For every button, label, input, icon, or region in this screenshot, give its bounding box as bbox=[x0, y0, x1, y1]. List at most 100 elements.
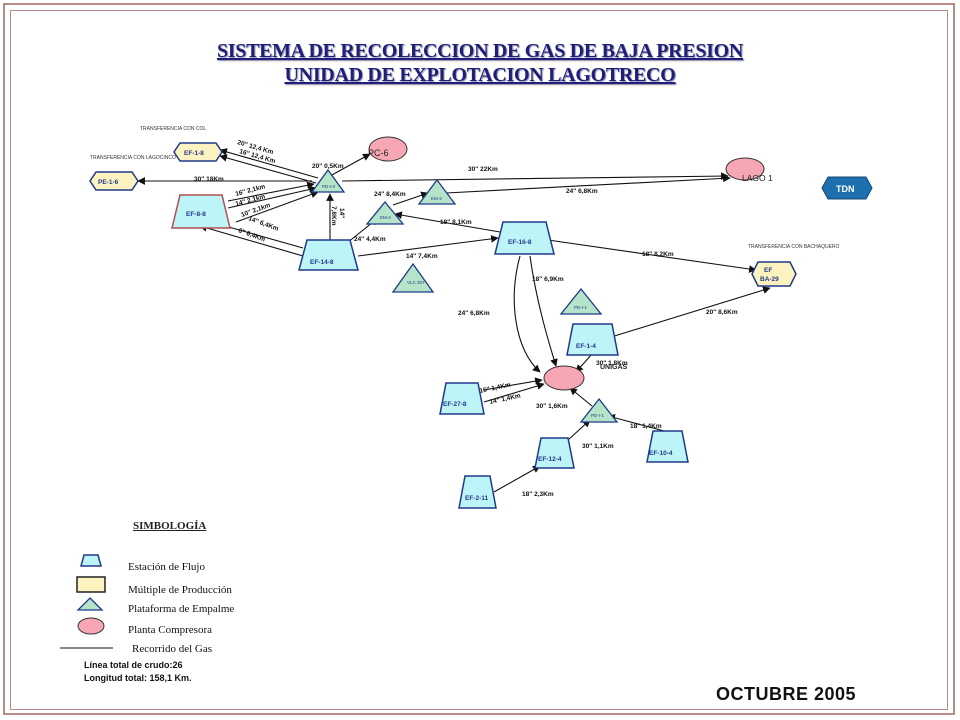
pipe-label: 14'' bbox=[338, 208, 345, 219]
compressor-lago-1[interactable]: LAGO 1 bbox=[725, 157, 773, 183]
compressor-unigas[interactable]: UNIGAS bbox=[543, 364, 628, 391]
flow-stations: EF-8-8 EF-14-8 EF-16-8 EF-1-4 EF-27-8 EF… bbox=[171, 194, 689, 509]
svg-text:VLC 307: VLC 307 bbox=[407, 280, 425, 285]
compressors: PC-6 LAGO 1 UNIGAS bbox=[368, 136, 773, 391]
pipe-ef18-pdj bbox=[219, 148, 319, 179]
pipe-label: 30'' 1,8Km bbox=[596, 360, 628, 367]
annotation-transfer-col: TRANSFERENCIA CON COL bbox=[140, 126, 206, 132]
svg-text:EF-8-8: EF-8-8 bbox=[186, 211, 206, 218]
flow-station-ef-14-8[interactable]: EF-14-8 bbox=[298, 239, 359, 271]
manifold-ef-ba-29[interactable]: EF BA-29 bbox=[751, 261, 797, 287]
pipe-label: 30'' 1,1Km bbox=[582, 443, 614, 450]
flow-station-ef-27-8[interactable]: EF-27-8 bbox=[439, 382, 485, 415]
junction-em-3[interactable]: EM-3 bbox=[417, 178, 457, 205]
flow-station-ef-10-4[interactable]: EF-10-4 bbox=[646, 430, 689, 463]
pipe-ef168-unigas-b bbox=[529, 255, 558, 367]
pipe-ef104-pdj bbox=[607, 414, 669, 433]
page-border-inner bbox=[10, 10, 948, 710]
legend-junction-icon bbox=[76, 597, 104, 611]
svg-text:EF-1-8: EF-1-8 bbox=[184, 150, 204, 157]
pipe-ef211-ef124 bbox=[493, 465, 541, 493]
pipe-label: 24'' 6,8Km bbox=[458, 310, 490, 317]
legend-label-flow-station: Estación de Flujo bbox=[128, 561, 205, 573]
page-border bbox=[3, 3, 955, 715]
pipelines bbox=[137, 148, 771, 493]
svg-text:EF-12-4: EF-12-4 bbox=[538, 456, 562, 463]
tdn-badge[interactable]: TDN bbox=[821, 176, 873, 200]
junction-pdj-low[interactable]: PD-I-1 bbox=[579, 397, 619, 423]
pipe-label: 24'' 6,8Km bbox=[566, 188, 598, 195]
svg-text:EF-27-8: EF-27-8 bbox=[443, 401, 467, 408]
pipe-label: 18'' 2,3Km bbox=[522, 491, 554, 498]
pipe-label: 30'' 18Km bbox=[194, 176, 224, 183]
junction-vlc-307[interactable]: VLC 307 bbox=[391, 262, 435, 293]
svg-text:EM-4: EM-4 bbox=[380, 215, 391, 220]
pipe-label: 7,8Km bbox=[330, 206, 337, 226]
note-total-length: Longitud total: 158,1 Km. bbox=[84, 673, 192, 683]
junction-pdj-upper[interactable]: PD-I-3 bbox=[310, 168, 346, 193]
pipe-label: 14'' 1,4Km bbox=[489, 392, 522, 405]
pipe-label: 24'' 8,4Km bbox=[374, 191, 406, 198]
annotation-transfer-bachaquero: TRANSFERENCIA CON BACHAQUERO bbox=[748, 244, 840, 250]
pipe-label: 20'' 0,5Km bbox=[312, 163, 344, 170]
pipe-ef88-pdj-b bbox=[227, 185, 317, 209]
pipe-label: 18'' 8,1Km bbox=[440, 219, 472, 226]
manifold-pe-1-6[interactable]: PE-1-6 bbox=[89, 171, 139, 191]
flow-station-ef-1-4[interactable]: EF-1-4 bbox=[566, 323, 619, 356]
pipe-label: 18'' 6,9Km bbox=[532, 276, 564, 283]
svg-text:LAGO 1: LAGO 1 bbox=[742, 173, 773, 183]
flow-station-ef-16-8[interactable]: EF-16-8 bbox=[494, 221, 555, 255]
pipe-label: 24'' 4,4Km bbox=[354, 236, 386, 243]
pipe-em4-em3 bbox=[392, 191, 429, 206]
manifold-ef-1-8[interactable]: EF-1-8 bbox=[173, 142, 223, 162]
flow-station-ef-8-8[interactable]: EF-8-8 bbox=[171, 194, 231, 229]
pipe-label: 14'' 6,4Km bbox=[247, 215, 279, 232]
legend-symbols bbox=[60, 554, 113, 649]
legend-flow-station-icon bbox=[80, 554, 102, 567]
pipe-ef148-ef88-b bbox=[199, 224, 304, 257]
svg-text:EF-10-4: EF-10-4 bbox=[649, 450, 673, 457]
pipe-ef278-unigas-b bbox=[483, 382, 545, 403]
pipe-label: 14'' 7,4Km bbox=[406, 253, 438, 260]
legend-manifold-icon bbox=[76, 576, 106, 593]
junction-em-4[interactable]: EM-4 bbox=[365, 200, 405, 225]
legend-label-manifold: Múltiple de Producción bbox=[128, 584, 232, 596]
legend-label-compressor: Planta Compresora bbox=[128, 624, 213, 636]
svg-text:BA-29: BA-29 bbox=[760, 276, 779, 283]
pipe-ef168-em4 bbox=[394, 211, 501, 233]
pipe-pdj-pc6 bbox=[329, 153, 371, 177]
manifolds: EF-1-8 PE-1-6 EF BA-29 bbox=[89, 142, 797, 287]
flow-station-ef-2-11[interactable]: EF-2-11 bbox=[458, 475, 497, 509]
pipe-label: 18'' 8,2Km bbox=[642, 251, 674, 258]
pipe-ef168-unigas-a bbox=[513, 255, 541, 373]
title-line-2: UNIDAD DE EXPLOTACION LAGOTRECO bbox=[284, 64, 676, 86]
annotation-transfer-lagocinco: TRANSFERENCIA CON LAGOCINCO bbox=[90, 155, 176, 161]
svg-text:PC-6: PC-6 bbox=[368, 148, 389, 158]
compressor-pc-6[interactable]: PC-6 bbox=[368, 136, 408, 162]
pipe-ef88-pdj-a bbox=[227, 181, 315, 202]
pipe-ef14-unigas bbox=[575, 353, 593, 373]
title-line-1: SISTEMA DE RECOLECCION DE GAS DE BAJA PR… bbox=[216, 40, 744, 62]
note-crude-lines: Línea total de crudo:26 bbox=[84, 660, 183, 670]
pipe-ef148-ef168 bbox=[357, 235, 499, 257]
pipe-label: 18'' 1,4Km bbox=[630, 423, 662, 430]
svg-text:PD-I-1: PD-I-1 bbox=[591, 413, 604, 418]
svg-text:PE-1-6: PE-1-6 bbox=[98, 179, 119, 186]
pipe-label: 30'' 22Km bbox=[468, 166, 498, 173]
svg-text:EF: EF bbox=[764, 267, 772, 274]
pipe-ef148-pdj-c bbox=[235, 190, 319, 223]
pipe-ef14-efba29 bbox=[607, 286, 771, 339]
pipe-pdj-lago1 bbox=[341, 172, 729, 182]
svg-text:EF-1-4: EF-1-4 bbox=[576, 343, 596, 350]
junctions: PD-I-3 EM-3 EM-4 VLC 307 PD-I-1 PD-I-1 bbox=[310, 168, 619, 423]
legend-label-junction: Plataforma de Empalme bbox=[128, 603, 235, 615]
pipe-label: 16'' 1,4Km bbox=[479, 381, 512, 394]
flow-station-ef-12-4[interactable]: EF-12-4 bbox=[534, 437, 575, 469]
pipe-em3-lago1 bbox=[445, 174, 731, 194]
junction-pdj-mid[interactable]: PD-I-1 bbox=[559, 287, 603, 315]
legend-compressor-icon bbox=[77, 617, 105, 635]
svg-text:EF-14-8: EF-14-8 bbox=[310, 259, 334, 266]
pipe-ef124-pdj bbox=[567, 419, 591, 441]
